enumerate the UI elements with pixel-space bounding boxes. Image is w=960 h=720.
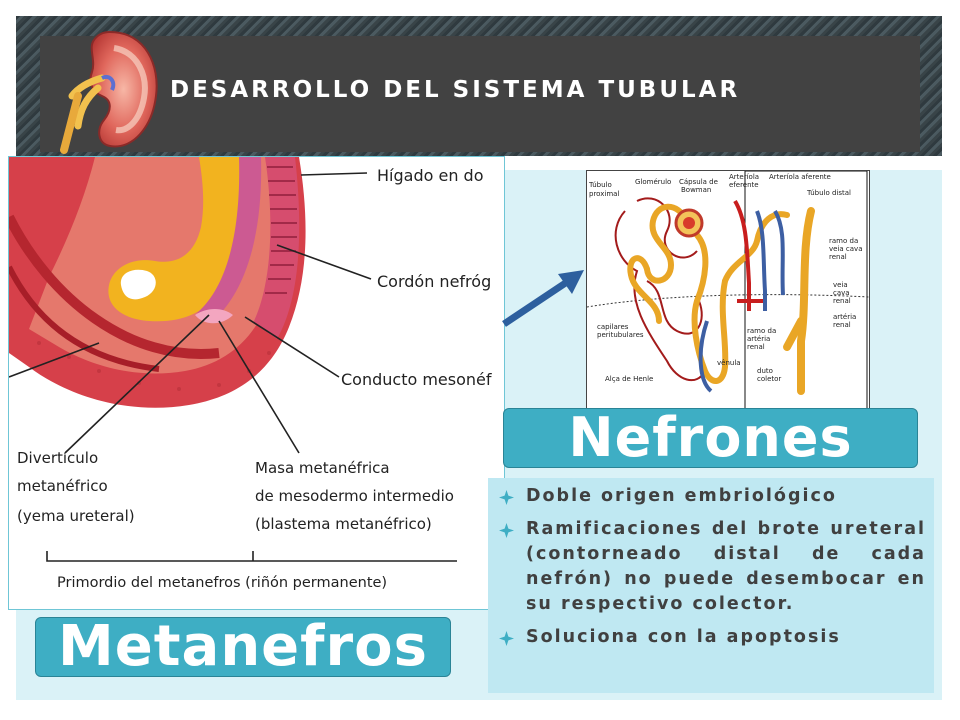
nlabel-venula: vênula <box>717 359 741 367</box>
metanefros-illustration: Hígado en do Cordón nefróg Conducto meso… <box>8 156 505 610</box>
nlabel-tubulo-distal: Túbulo distal <box>806 189 851 197</box>
nlabel-veia-cava-3: renal <box>833 297 851 305</box>
page-title: DESARROLLO DEL SISTEMA TUBULAR <box>170 77 741 103</box>
nlabel-veia-cava-2: cava <box>833 289 850 297</box>
metanefros-label: Metanefros <box>35 617 451 677</box>
label-masa-2: de mesodermo intermedio <box>255 487 454 505</box>
label-masa-3: (blastema metanéfrico) <box>255 515 432 533</box>
nlabel-veia-cava-1: veia <box>833 281 848 289</box>
nlabel-capilares-2: peritubulares <box>597 331 644 339</box>
diamond-bullet-icon <box>499 631 514 646</box>
nlabel-capsula-1: Cápsula de <box>679 178 718 186</box>
diamond-bullet-icon <box>499 523 514 538</box>
list-item: Ramificaciones del brote ureteral (conto… <box>496 517 926 617</box>
nlabel-duto-1: duto <box>757 367 773 375</box>
label-cordon: Cordón nefróg <box>377 272 491 291</box>
kidney-icon <box>60 30 158 154</box>
bullet-text: Doble origen embriológico <box>526 486 837 506</box>
label-conducto: Conducto mesonéf <box>341 370 492 389</box>
nlabel-ramo-arteria-1: ramo da <box>747 327 776 335</box>
bullet-list: Doble origen embriológico Ramificaciones… <box>496 484 926 658</box>
diamond-bullet-icon <box>499 490 514 505</box>
arrow-icon <box>502 270 584 327</box>
nefrones-label: Nefrones <box>503 408 918 468</box>
bullets-box <box>488 478 934 693</box>
list-item: Soluciona con la apoptosis <box>496 625 926 650</box>
nlabel-ramo-veia-1: ramo da <box>829 237 858 245</box>
nlabel-duto-2: coletor <box>757 375 781 383</box>
nlabel-arteriola-eferente-2: eferente <box>729 181 759 189</box>
nlabel-arteria-renal-2: renal <box>833 321 851 329</box>
nlabel-ramo-veia-2: veia cava <box>829 245 862 253</box>
nlabel-ramo-arteria-2: artéria <box>747 335 770 343</box>
header-bar <box>40 36 920 152</box>
nlabel-capilares-1: capilares <box>597 323 629 331</box>
nephron-diagram: Túbulo proximal Glomérulo Cápsula de Bow… <box>586 170 870 412</box>
label-diverticulo-3: (yema ureteral) <box>17 507 135 525</box>
bullet-text: Ramificaciones del brote ureteral (conto… <box>526 519 926 614</box>
label-masa-1: Masa metanéfrica <box>255 459 390 477</box>
nlabel-ramo-arteria-3: renal <box>747 343 765 351</box>
label-diverticulo-1: Divertículo <box>17 449 98 467</box>
label-diverticulo-2: metanéfrico <box>17 477 108 495</box>
nlabel-arteria-renal-1: artéria <box>833 313 856 321</box>
nlabel-capsula-2: Bowman <box>681 186 711 194</box>
nlabel-tubulo-proximal-2: proximal <box>589 190 619 198</box>
nlabel-glomerulo: Glomérulo <box>635 178 671 186</box>
label-primordio: Primordio del metanefros (riñón permanen… <box>57 575 387 591</box>
nlabel-arteriola-aferente: Arteríola aferente <box>769 173 831 181</box>
nlabel-alca: Alça de Henle <box>605 375 653 383</box>
nlabel-ramo-veia-3: renal <box>829 253 847 261</box>
bullet-text: Soluciona con la apoptosis <box>526 627 841 647</box>
nlabel-tubulo-proximal-1: Túbulo <box>588 181 612 189</box>
label-higado: Hígado en do <box>377 166 483 185</box>
list-item: Doble origen embriológico <box>496 484 926 509</box>
nlabel-arteriola-eferente-1: Arteríola <box>729 173 759 181</box>
